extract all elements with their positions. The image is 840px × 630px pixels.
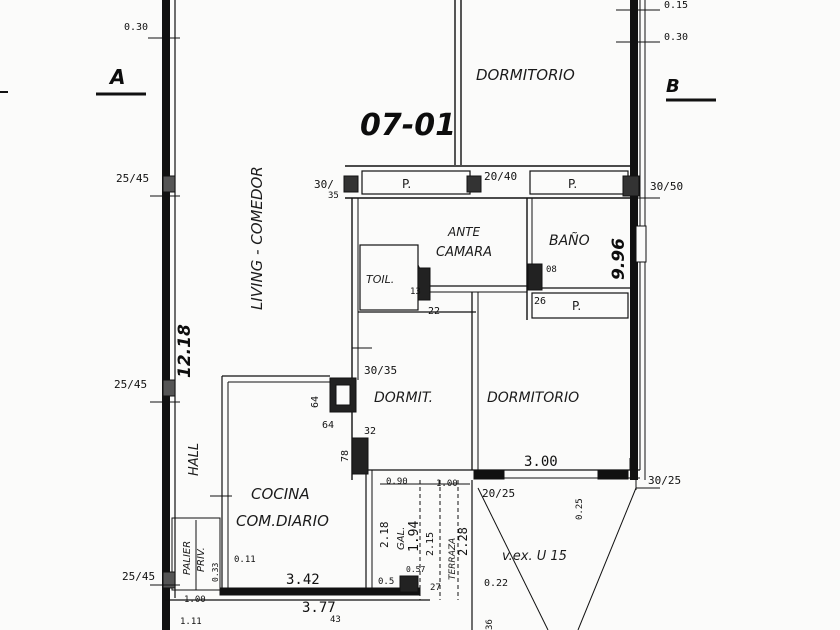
dim-1-00: 1.00 <box>436 479 458 489</box>
dim-col-30: 30/ <box>314 178 334 191</box>
bottom-exterior-wall <box>219 587 421 596</box>
column-antecamara <box>343 175 359 193</box>
dim-27: 27 <box>430 583 441 593</box>
dim-26: 26 <box>534 296 546 307</box>
vent-label: v.ex. U 15 <box>502 549 567 564</box>
room-palier: PALIER <box>182 541 193 575</box>
columns <box>162 175 647 593</box>
dim-col-30-50: 30/50 <box>650 180 683 193</box>
dim-2-28: 2.28 <box>456 527 470 556</box>
closet-p2: P. <box>568 177 577 191</box>
dim-0-25: 0.25 <box>575 498 585 520</box>
dim-22: 22 <box>428 306 440 317</box>
closet-right <box>529 170 629 195</box>
room-cocina: COCINA <box>251 485 310 503</box>
dim-015-right: 0.15 <box>664 0 688 11</box>
column-top-center <box>466 175 482 193</box>
dim-col-25-45-a: 25/45 <box>116 172 149 185</box>
column-left-3 <box>162 571 176 589</box>
dim-78: 78 <box>340 450 351 462</box>
dim-0-22: 0.22 <box>484 578 508 589</box>
dim-2-15: 2.15 <box>425 532 436 556</box>
dim-030-right: 0.30 <box>664 32 688 43</box>
column-dormit-b <box>351 437 369 475</box>
column-left-2 <box>162 379 176 397</box>
dim-1-94: 1.94 <box>407 521 422 552</box>
dim-1-00b: 1.00 <box>184 595 206 605</box>
column-bano <box>527 263 543 291</box>
unit-code: 07-01 <box>360 108 456 143</box>
room-bano: BAÑO <box>549 232 590 249</box>
dim-col-30-35-mid: 30/35 <box>364 364 397 377</box>
room-camara: CAMARA <box>436 245 492 260</box>
right-exterior-wall <box>630 0 638 480</box>
dim-3-77: 3.77 <box>302 600 336 616</box>
dim-030-left: 0.30 <box>124 22 148 33</box>
dim-3-42: 3.42 <box>286 572 320 588</box>
dim-col-35: 35 <box>328 191 339 201</box>
dim-32: 32 <box>364 426 376 437</box>
dim-0-33: 0.33 <box>211 563 220 582</box>
section-b-label: B <box>666 76 680 97</box>
dim-col-25-45-b: 25/45 <box>114 378 147 391</box>
dim-13: 13 <box>410 287 421 297</box>
room-living-comedor: LIVING - COMEDOR <box>248 166 266 310</box>
room-dormitorio-top: DORMITORIO <box>476 66 575 84</box>
dim-43: 43 <box>330 615 341 625</box>
dim-col-25-45-c: 25/45 <box>122 570 155 583</box>
walls <box>162 0 646 630</box>
dim-0-11: 0.11 <box>234 555 256 565</box>
dim-12-18: 12.18 <box>175 324 195 378</box>
section-a-label: A <box>108 65 125 89</box>
terraza-diag-a <box>477 487 549 630</box>
dim-08: 08 <box>546 265 557 275</box>
dim-col-30-25: 30/25 <box>648 474 681 487</box>
column-toilette <box>417 267 431 301</box>
room-hall: HALL <box>187 443 202 476</box>
labels: 07-01 A B DORMITORIO LIVING - COMEDOR AN… <box>108 0 688 630</box>
room-ante: ANTE <box>447 225 481 239</box>
window-right <box>635 225 647 263</box>
dim-64-b: 64 <box>322 420 334 431</box>
dimension-ticks <box>148 9 660 586</box>
dormitorio-bottom-col-b <box>597 469 629 480</box>
terraza-diag-b <box>577 487 637 630</box>
room-toil: TOIL. <box>366 273 394 286</box>
dim-1-11: 1.11 <box>180 617 202 627</box>
dim-0-5: 0.5 <box>378 577 394 587</box>
dim-3-00: 3.00 <box>524 454 558 470</box>
room-terraza: TERRAZA <box>448 538 458 580</box>
room-com-diario: COM.DIARIO <box>236 512 329 530</box>
dim-0-57: 0.57 <box>406 565 425 574</box>
dim-64-a: 64 <box>310 396 321 408</box>
dim-36: 36 <box>485 619 495 630</box>
dim-col-20-40: 20/40 <box>484 170 517 183</box>
gal-label: GAL. <box>396 527 407 550</box>
column-bottom <box>399 575 419 593</box>
column-left-1 <box>162 175 176 193</box>
closet-p3: P. <box>572 299 581 313</box>
dim-9-96: 9.96 <box>609 238 629 280</box>
room-dormitorio-mid: DORMITORIO <box>487 390 579 406</box>
dim-0-90: 0.90 <box>386 477 408 487</box>
dim-col-20-25: 20/25 <box>482 487 515 500</box>
column-right-top <box>622 175 640 197</box>
closet-left <box>361 170 471 195</box>
dormitorio-bottom-col-a <box>473 469 505 480</box>
column-dormit-a-inner <box>335 384 351 406</box>
room-priv: PRIV. <box>196 547 207 572</box>
room-dormit: DORMIT. <box>374 390 433 406</box>
dim-2-18: 2.18 <box>378 522 391 549</box>
left-exterior-wall <box>162 0 170 630</box>
closet-bano <box>531 292 629 319</box>
closet-p1: P. <box>402 177 411 191</box>
